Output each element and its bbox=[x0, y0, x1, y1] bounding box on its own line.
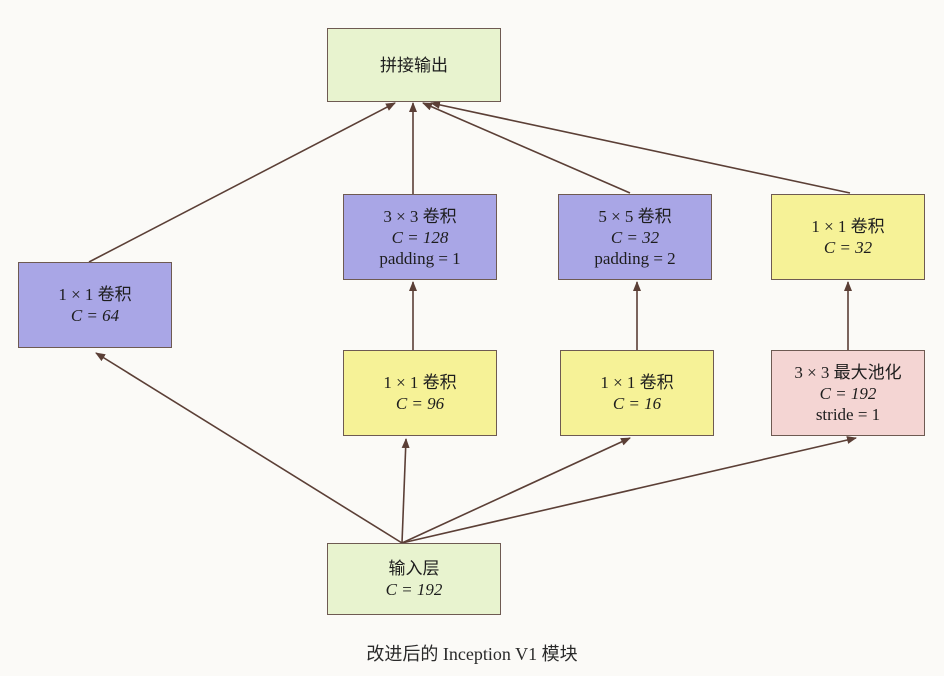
input-node-channels: C = 192 bbox=[385, 580, 443, 599]
conv1x1-16-title: 1 × 1 卷积 bbox=[600, 373, 674, 392]
arrow-input-to-conv1-96 bbox=[401, 438, 410, 544]
conv1x1-64-node: 1 × 1 卷积 C = 64 bbox=[18, 262, 172, 348]
conv1x1-16-node: 1 × 1 卷积 C = 16 bbox=[560, 350, 714, 436]
arrow-conv5-to-output bbox=[422, 102, 631, 194]
input-node-title: 输入层 bbox=[388, 559, 440, 578]
maxpool-stride: stride = 1 bbox=[815, 404, 881, 424]
conv3x3-title: 3 × 3 卷积 bbox=[383, 206, 457, 226]
conv5x5-node: 5 × 5 卷积 C = 32 padding = 2 bbox=[558, 194, 712, 280]
arrow-input-to-maxpool bbox=[401, 436, 857, 544]
conv1x1-96-node: 1 × 1 卷积 C = 96 bbox=[343, 350, 497, 436]
input-node: 输入层 C = 192 bbox=[327, 543, 501, 615]
conv5x5-padding: padding = 2 bbox=[594, 248, 676, 268]
conv5x5-title: 5 × 5 卷积 bbox=[598, 206, 672, 226]
conv3x3-padding: padding = 1 bbox=[379, 248, 461, 268]
conv1x1-32-node: 1 × 1 卷积 C = 32 bbox=[771, 194, 925, 280]
maxpool-title: 3 × 3 最大池化 bbox=[794, 362, 902, 382]
figure-caption: 改进后的 Inception V1 模块 bbox=[366, 644, 578, 664]
arrow-conv1-32-to-output bbox=[430, 100, 851, 194]
conv1x1-96-title: 1 × 1 卷积 bbox=[383, 373, 457, 392]
conv1x1-64-channels: C = 64 bbox=[70, 306, 120, 325]
conv1x1-16-channels: C = 16 bbox=[612, 394, 662, 413]
arrow-conv1-64-to-output bbox=[88, 102, 396, 263]
conv5x5-channels: C = 32 bbox=[610, 227, 660, 247]
conv1x1-32-channels: C = 32 bbox=[823, 238, 873, 257]
conv1x1-32-title: 1 × 1 卷积 bbox=[811, 217, 885, 236]
arrow-input-to-conv1-16 bbox=[401, 437, 631, 544]
conv3x3-channels: C = 128 bbox=[391, 227, 449, 247]
conv1x1-96-channels: C = 96 bbox=[395, 394, 445, 413]
output-node: 拼接输出 bbox=[327, 28, 501, 102]
conv1x1-64-title: 1 × 1 卷积 bbox=[58, 285, 132, 304]
output-node-label: 拼接输出 bbox=[380, 55, 448, 75]
arrow-input-to-conv1-64 bbox=[95, 352, 403, 544]
maxpool-channels: C = 192 bbox=[819, 383, 877, 403]
conv3x3-node: 3 × 3 卷积 C = 128 padding = 1 bbox=[343, 194, 497, 280]
maxpool-node: 3 × 3 最大池化 C = 192 stride = 1 bbox=[771, 350, 925, 436]
